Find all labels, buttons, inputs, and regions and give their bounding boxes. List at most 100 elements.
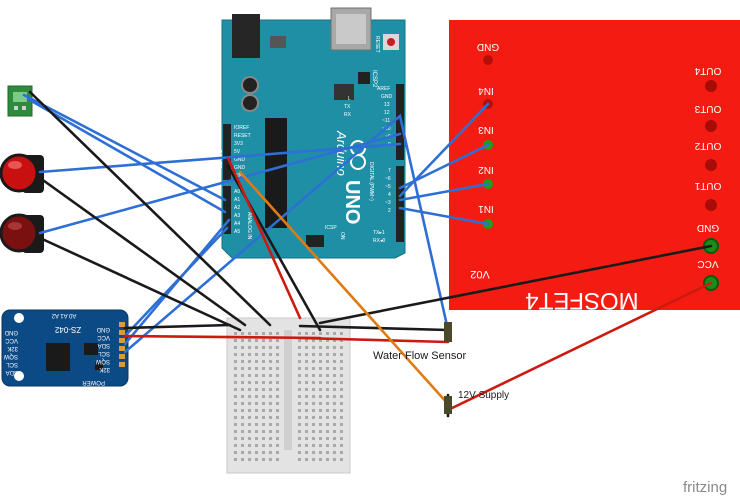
breadboard-hole [234, 458, 237, 461]
breadboard-hole [333, 430, 336, 433]
pin-label: GND [381, 94, 393, 100]
rtc-pin-label: 32K [99, 366, 110, 372]
breadboard-hole [248, 402, 251, 405]
rtc-led [95, 362, 103, 370]
breadboard-hole [305, 381, 308, 384]
breadboard-hole [305, 353, 308, 356]
mosfet-pin-in3: IN3 [478, 124, 494, 135]
breadboard-hole [333, 332, 336, 335]
pin-label: ~11 [382, 118, 390, 124]
digital-header-low [396, 166, 404, 242]
rtc-model: ZS-042 [54, 325, 81, 334]
breadboard-hole [241, 353, 244, 356]
rtc-address: A0 A1 A2 [51, 312, 76, 318]
breadboard-hole [262, 353, 265, 356]
wire-red [226, 156, 302, 320]
rtc-eeprom [84, 343, 98, 355]
breadboard-hole [340, 332, 343, 335]
mosfet-hole [483, 55, 493, 65]
arduino-board: RESET ICSP2 Arduino UNO DIGITAL (PWM~) I… [216, 7, 406, 259]
digital-label: DIGITAL (PWM~) [368, 162, 374, 201]
mosfet-pin-out1: OUT1 [694, 180, 721, 191]
breadboard-hole [269, 339, 272, 342]
pin-label: RX◂0 [373, 238, 385, 244]
breadboard-hole [319, 360, 322, 363]
breadboard-hole [340, 374, 343, 377]
breadboard-hole [269, 360, 272, 363]
breadboard-hole [326, 360, 329, 363]
mosfet-hole [705, 199, 717, 211]
wire-red [123, 334, 322, 340]
breadboard-hole [333, 423, 336, 426]
breadboard-hole [276, 353, 279, 356]
breadboard-hole [234, 374, 237, 377]
breadboard-hole [326, 353, 329, 356]
breadboard-hole [241, 395, 244, 398]
wire-red [298, 336, 450, 344]
breadboard-hole [241, 374, 244, 377]
breadboard-hole [262, 360, 265, 363]
sensor-pin [22, 106, 26, 110]
pin-label: 12 [384, 110, 390, 116]
breadboard-hole [248, 346, 251, 349]
mosfet-hole [705, 120, 717, 132]
rtc-pin-label: SDA [6, 369, 18, 375]
breadboard-hole [255, 367, 258, 370]
breadboard-hole [262, 409, 265, 412]
rtc-chip [46, 343, 70, 371]
rtc-pin [119, 330, 125, 335]
breadboard-hole [276, 339, 279, 342]
button-highlight [8, 161, 22, 169]
mosfet-pin-out3: OUT3 [694, 103, 721, 114]
breadboard-hole [241, 458, 244, 461]
breadboard-hole [333, 339, 336, 342]
fritzing-watermark: fritzing [683, 479, 727, 496]
breadboard-hole [298, 402, 301, 405]
rtc-pin-label: GND [4, 329, 18, 335]
analog-label: ANALOG IN [246, 212, 252, 240]
arduino-logo: Arduino [334, 130, 349, 176]
breadboard-hole [298, 332, 301, 335]
breadboard-hole [340, 458, 343, 461]
breadboard-hole [298, 388, 301, 391]
rtc-pin [119, 346, 125, 351]
breadboard-hole [248, 430, 251, 433]
breadboard-hole [312, 402, 315, 405]
breadboard-hole [262, 444, 265, 447]
breadboard-hole [276, 430, 279, 433]
breadboard-hole [305, 444, 308, 447]
breadboard-hole [234, 437, 237, 440]
mosfet-hole [705, 80, 717, 92]
breadboard-hole [298, 346, 301, 349]
breadboard-hole [340, 402, 343, 405]
rtc-pin [119, 322, 125, 327]
breadboard-hole [319, 437, 322, 440]
breadboard-hole [333, 416, 336, 419]
breadboard-hole [312, 458, 315, 461]
mosfet-pin-out4: OUT4 [694, 65, 721, 76]
analog-header [223, 186, 231, 234]
breadboard-hole [319, 402, 322, 405]
breadboard-hole [340, 430, 343, 433]
pin-label: A3 [234, 213, 240, 219]
breadboard-hole [269, 437, 272, 440]
breadboard-hole [319, 430, 322, 433]
wire-red [446, 281, 713, 412]
pin-label: A5 [234, 229, 240, 235]
pin-label: VIN [234, 173, 243, 179]
breadboard-hole [248, 360, 251, 363]
breadboard-hole [326, 437, 329, 440]
breadboard-hole [312, 339, 315, 342]
breadboard-hole [248, 332, 251, 335]
usb-chip [334, 84, 354, 100]
breadboard-hole [319, 451, 322, 454]
wire-blue [22, 93, 227, 202]
breadboard-hole [234, 430, 237, 433]
breadboard-hole [298, 437, 301, 440]
breadboard-hole [333, 360, 336, 363]
breadboard-hole [305, 332, 308, 335]
breadboard-hole [234, 381, 237, 384]
wire-blue [398, 182, 490, 202]
wire-black [123, 323, 232, 330]
rtc-pin [119, 362, 125, 367]
